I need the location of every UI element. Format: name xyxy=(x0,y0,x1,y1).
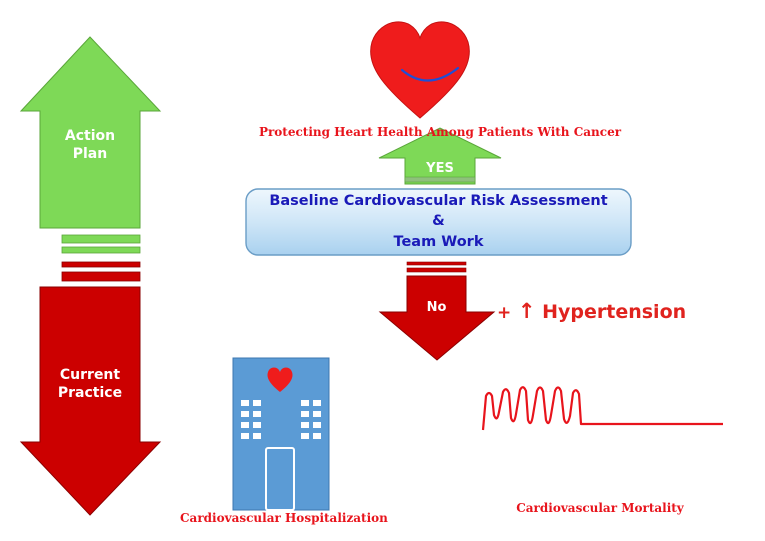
mortality-caption: Cardiovascular Mortality xyxy=(516,501,684,515)
current-practice-down-arrow xyxy=(19,261,162,516)
plus-sign: + xyxy=(497,303,512,323)
hospital-building-icon xyxy=(232,357,330,511)
action-plan-up-arrow xyxy=(19,36,162,254)
hypertension-label-group: + ↑ Hypertension xyxy=(497,299,686,323)
box-line-2: & xyxy=(432,213,445,230)
box-line-3: Team Work xyxy=(393,233,484,250)
ecg-flatline-icon xyxy=(481,386,723,431)
smiling-heart-icon xyxy=(370,21,470,119)
box-line-1: Baseline Cardiovascular Risk Assessment xyxy=(269,193,608,209)
hospitalization-caption: Cardiovascular Hospitalization xyxy=(180,511,388,525)
top-caption: Protecting Heart Health Among Patients W… xyxy=(258,125,622,139)
current-practice-label: Current Practice xyxy=(57,367,123,401)
baseline-assessment-box xyxy=(245,188,632,256)
yes-label: YES xyxy=(426,161,454,176)
no-label: No xyxy=(426,300,447,315)
yes-up-arrow xyxy=(378,127,502,185)
action-plan-label: Action Plan xyxy=(64,128,116,162)
center-box-text: Baseline Cardiovascular Risk Assessment … xyxy=(250,191,627,252)
hypertension-label: Hypertension xyxy=(542,301,687,323)
no-down-arrow xyxy=(378,261,496,361)
increase-arrow-icon: ↑ xyxy=(517,299,536,323)
